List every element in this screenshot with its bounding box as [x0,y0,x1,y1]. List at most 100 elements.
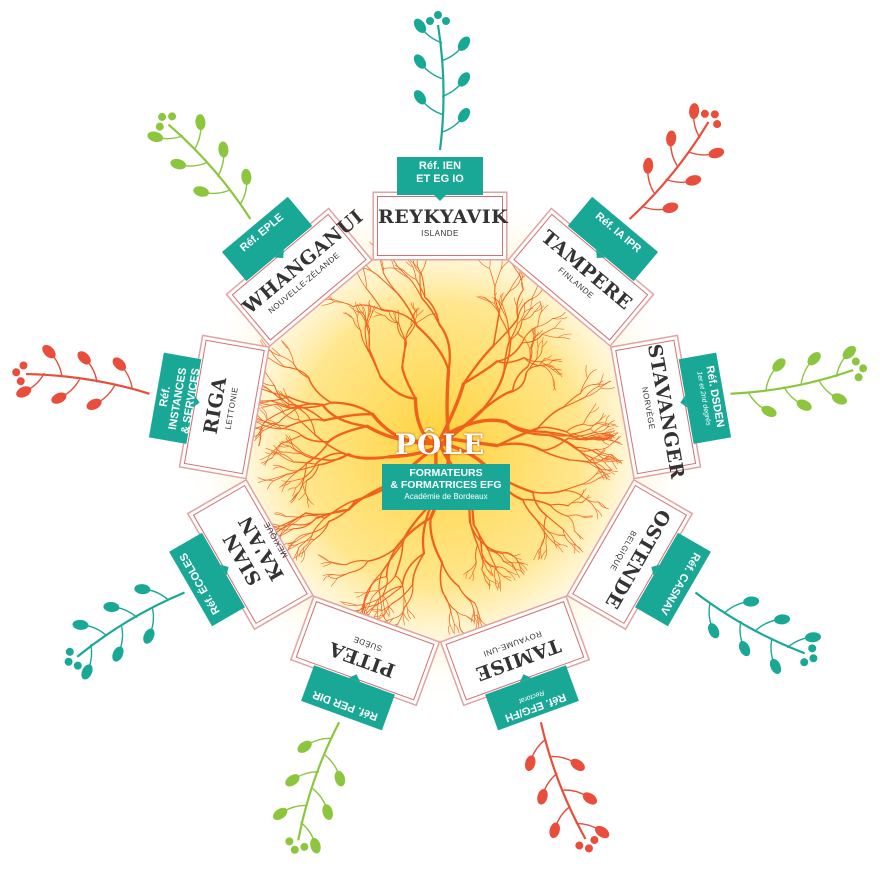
root-branch [269,442,282,456]
root-branch [534,303,542,312]
root-branch [574,446,598,454]
plant-sprig [694,591,821,674]
root-branch [331,298,354,308]
root-branch [589,403,597,413]
root-branch [573,530,584,540]
plants-layer [12,11,868,854]
root-branch [377,585,403,601]
root-branch [521,325,539,344]
root-branch [567,437,592,441]
root-branch [352,307,358,318]
root-branch [334,301,354,308]
root-branch [280,355,294,364]
root-branch [275,526,295,531]
root-branch [454,608,467,617]
root-branch [284,516,302,528]
root-branch [598,470,604,480]
root-branch [408,277,423,299]
root-branch [397,309,400,319]
root-branch [387,606,394,614]
root-branch [355,301,361,313]
root-branch [291,443,303,454]
root-branch [295,547,300,561]
root-branch [596,453,613,458]
root-branch [364,602,382,615]
root-branch [485,579,491,588]
root-branch [541,449,571,461]
root-branch [294,551,305,559]
root-branch [344,312,354,319]
root-branch [594,508,603,517]
root-branch [275,523,293,528]
root-branch [579,489,585,499]
root-branch [292,362,310,379]
root-branch [522,498,552,506]
root-branch [499,304,508,320]
root-branch [598,373,604,387]
root-branch [556,544,564,553]
root-branch [598,501,609,510]
root-branch [382,601,396,611]
root-branch [538,358,546,367]
root-branch [278,407,299,423]
root-branch [287,541,296,552]
root-branch [493,567,497,581]
root-branch [552,317,567,320]
root-branch [273,445,282,455]
root-branch [407,609,411,619]
root-branch [530,298,533,309]
root-branch [450,610,455,625]
root-branch [369,590,379,604]
root-branch [382,594,389,608]
root-branch [439,435,499,448]
root-branch [260,340,272,352]
root-branch [537,340,542,348]
plant-sprig [730,345,868,418]
root-branch [521,333,543,344]
root-branch [502,575,512,582]
root-branch [489,301,501,319]
root-branch [487,549,497,569]
root-branch [260,417,271,435]
root-branch [387,440,451,459]
root-branch [542,365,557,370]
root-branch [413,307,420,315]
root-branch [477,259,490,269]
root-branch [298,464,320,471]
root-branch [516,312,525,325]
root-branch [306,464,320,482]
root-branch [274,513,287,517]
root-branch [356,307,359,318]
root-branch [489,268,496,288]
plant-sprig [273,721,346,854]
root-branch [593,380,604,385]
root-branch [384,608,390,617]
root-branch [480,370,506,412]
root-branch [562,529,572,544]
root-branch [397,606,406,625]
root-branch [254,430,264,442]
root-branch [282,387,290,402]
root-branch [368,599,379,615]
root-branch [267,480,274,490]
root-branch [296,483,303,496]
root-branch [322,413,374,422]
root-branch [262,421,280,429]
plant-sprig [12,345,150,410]
root-branch [531,328,535,337]
root-branch [602,471,611,481]
root-branch [500,255,503,270]
root-branch [368,576,388,591]
root-branch [598,380,611,387]
root-branch [537,550,540,561]
root-branch [270,351,285,368]
root-branch [493,566,504,577]
root-branch [404,583,414,608]
root-branch [353,605,364,613]
root-branch [476,296,491,303]
plant-sprig [413,11,471,151]
root-branch [607,425,619,428]
root-branch [587,369,597,379]
root-branch [495,579,500,589]
